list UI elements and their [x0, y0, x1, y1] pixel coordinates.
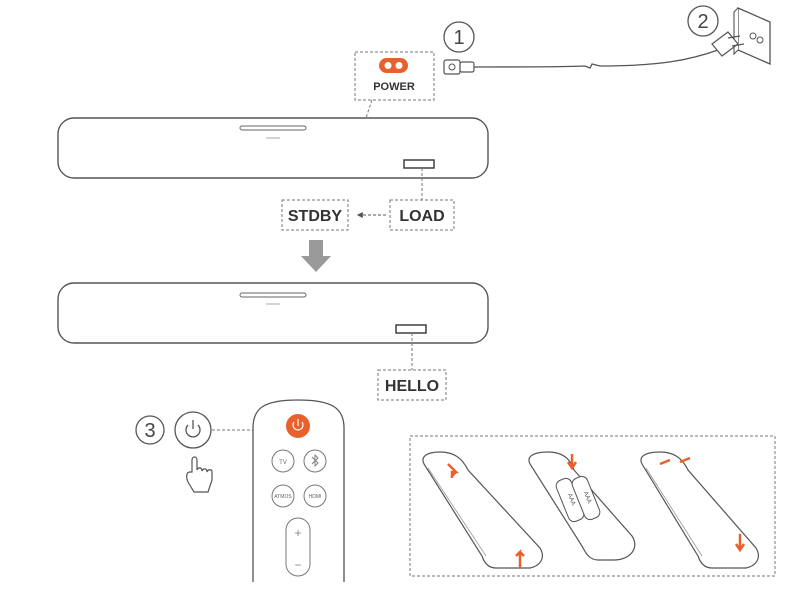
step-2-number: 2 — [697, 11, 708, 33]
insert-arrow-icon — [566, 454, 578, 471]
power-label: POWER — [373, 81, 415, 93]
hello-box: HELLO — [377, 369, 447, 401]
power-button-icon — [174, 411, 212, 449]
step-1-number: 1 — [453, 27, 464, 49]
lift-arrow-icon — [515, 548, 525, 568]
power-callout: POWER — [354, 51, 435, 119]
close-arrow-icon — [734, 534, 746, 553]
step-3-number: 3 — [144, 420, 155, 442]
soundbar-top — [57, 117, 489, 179]
load-box: LOAD — [389, 199, 455, 231]
down-arrow-icon — [301, 240, 331, 272]
bluetooth-icon — [311, 453, 319, 468]
step-2-marker: 2 — [687, 5, 719, 37]
remote-hdmi-label: HDMI — [309, 494, 322, 500]
load-label: LOAD — [399, 208, 444, 225]
power-cable — [473, 49, 719, 69]
slide-arrow-icon — [447, 463, 460, 478]
remote-battery-compartment: AAA AAA — [528, 451, 636, 561]
remote-back-cover-1 — [422, 451, 543, 569]
step-3-marker: 3 — [135, 415, 165, 445]
remote-hdmi-button — [303, 484, 327, 508]
remote-atmos-button — [271, 484, 295, 508]
hand-pointer-icon — [186, 456, 213, 493]
cover-arrow-icon — [659, 456, 691, 466]
stdby-label: STDBY — [288, 208, 343, 225]
power-plug-icon — [443, 59, 475, 75]
remote-volume-rocker — [285, 517, 311, 577]
stdby-box: STDBY — [281, 199, 349, 231]
remote-tv-label: TV — [279, 460, 287, 466]
volume-plus-label: + — [294, 526, 301, 540]
remote-back-cover-3 — [640, 451, 759, 569]
battery-label-2: AAA — [582, 491, 592, 504]
volume-minus-label: − — [294, 558, 301, 572]
hello-label: HELLO — [385, 378, 439, 395]
wall-outlet-icon — [711, 7, 771, 65]
remote-tv-button — [271, 449, 295, 473]
step-1-marker: 1 — [443, 21, 475, 53]
remote-control: TV ATMOS HDMI + − — [252, 399, 345, 582]
battery-label-1: AAA — [566, 493, 576, 506]
soundbar-bottom — [57, 282, 489, 344]
remote-atmos-label: ATMOS — [274, 494, 292, 500]
